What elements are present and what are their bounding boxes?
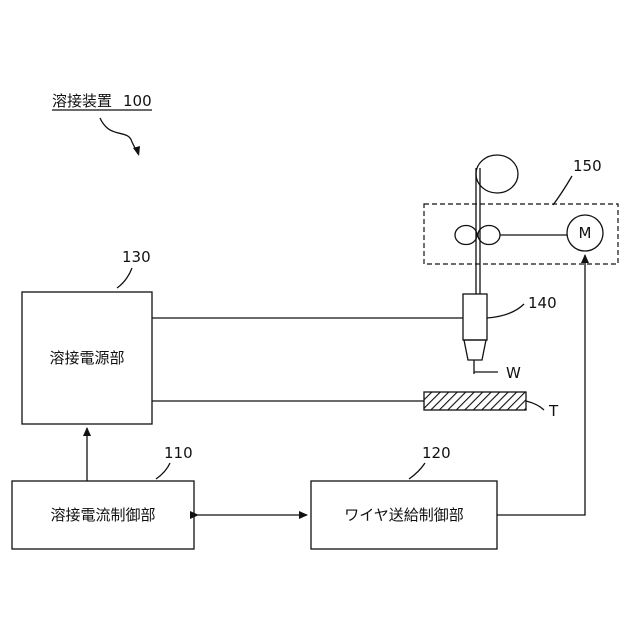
wire-feeder-ref-leader [553, 176, 572, 205]
workpiece-label-leader [526, 401, 544, 410]
wire-feed-control-ref: 120 [422, 444, 451, 462]
apparatus-title-text: 溶接装置 [52, 92, 112, 110]
wire-feed-control-ref-leader [409, 463, 425, 479]
wire-label: W [506, 364, 521, 382]
torch-ref-leader [487, 304, 524, 318]
wire-feed-control-label: ワイヤ送給制御部 [344, 506, 464, 524]
current-control-ref-leader [156, 463, 170, 479]
welding-torch-nozzle [464, 340, 486, 360]
wire-feeder-ref: 150 [573, 157, 602, 175]
workpiece [424, 392, 526, 410]
power-source-ref: 130 [122, 248, 151, 266]
torch-ref: 140 [528, 294, 557, 312]
workpiece-label: T [548, 402, 559, 420]
current-control-ref: 110 [164, 444, 193, 462]
apparatus-leader-arrow [100, 118, 138, 154]
feed-roller-left [455, 226, 477, 245]
apparatus-ref-number: 100 [123, 92, 152, 110]
feed-roller-right [478, 226, 500, 245]
current-control-label: 溶接電流制御部 [50, 506, 155, 524]
welding-torch-body [463, 294, 487, 340]
power-source-label: 溶接電源部 [49, 349, 124, 367]
motor-label: M [579, 224, 592, 242]
power-source-ref-leader [117, 268, 132, 288]
apparatus-title: 溶接装置 100 [52, 92, 152, 110]
wire-spool [476, 155, 518, 193]
